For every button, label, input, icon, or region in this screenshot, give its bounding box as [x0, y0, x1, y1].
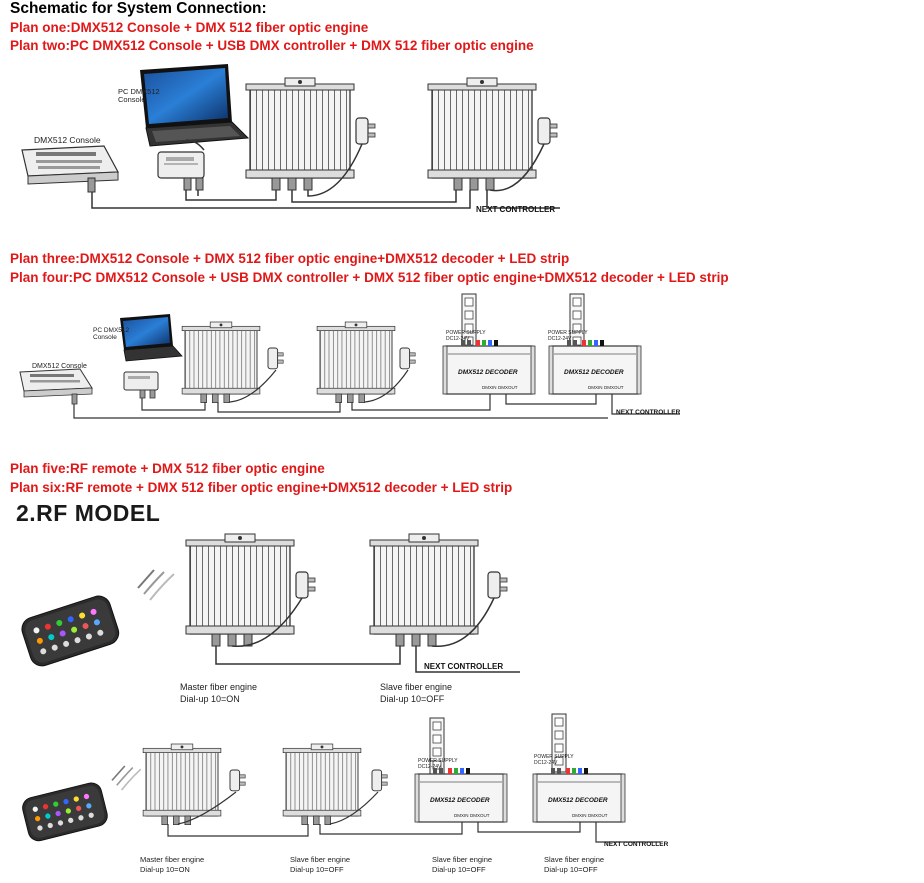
dmx-in-label: DMXIN	[572, 813, 587, 818]
plan-three-text: Plan three:DMX512 Console + DMX 512 fibe…	[10, 251, 570, 266]
master-dial-label-2: Dial-up 10=ON	[140, 865, 190, 874]
pc-console-label-2: PC DMX512	[93, 327, 130, 334]
power-supply-dc-label: DC12-24V	[534, 760, 558, 766]
wiring-section-4	[167, 791, 660, 843]
master-engine-label: Master fiber engine	[180, 682, 257, 692]
power-adapter-icon	[537, 117, 558, 145]
dmx-out-label: DMXOUT	[604, 385, 624, 390]
dmx-console-label-1: DMX512 Console	[34, 135, 101, 145]
fiber-engine-icon	[427, 77, 537, 191]
power-adapter-icon	[399, 347, 416, 370]
dmx-console-label-2: DMX512 Console	[32, 363, 87, 370]
decoder-label: DMX512 DECODER	[564, 369, 624, 376]
decoder-label: DMX512 DECODER	[548, 797, 608, 804]
plan-five-text: Plan five:RF remote + DMX 512 fiber opti…	[10, 461, 325, 476]
pc-console-label-1: PC DMX512	[118, 87, 160, 96]
slave-dial-label-4: Dial-up 10=OFF	[544, 865, 598, 874]
rf-remote-icon	[18, 592, 123, 670]
slave-dial-label-2: Dial-up 10=OFF	[290, 865, 344, 874]
plan-two-text: Plan two:PC DMX512 Console + USB DMX con…	[10, 38, 534, 53]
power-supply-dc-label: DC12-24V	[418, 764, 442, 770]
power-adapter-icon	[229, 769, 246, 792]
slave-dial-label: Dial-up 10=OFF	[380, 694, 445, 704]
dmx-in-label: DMXIN	[482, 385, 497, 390]
next-controller-label-2: NEXT CONTROLLER	[616, 409, 681, 416]
usb-dmx-controller-icon	[157, 151, 205, 191]
power-adapter-icon	[295, 571, 316, 599]
dmx-in-label: DMXIN	[588, 385, 603, 390]
power-supply-label: POWER SUPPLY	[534, 754, 574, 760]
usb-dmx-controller-icon	[123, 371, 159, 399]
slave-engine-label: Slave fiber engine	[380, 682, 452, 692]
power-adapter-icon	[371, 769, 388, 792]
next-controller-label-4: NEXT CONTROLLER	[604, 841, 669, 848]
dmx-out-label: DMXOUT	[588, 813, 608, 818]
slave-engine-label-4: Slave fiber engine	[544, 855, 604, 864]
plan-four-text: Plan four:PC DMX512 Console + USB DMX co…	[10, 270, 729, 285]
slave-engine-label-2: Slave fiber engine	[290, 855, 350, 864]
dmx-out-label: DMXOUT	[470, 813, 490, 818]
wiring-section-3	[215, 597, 520, 673]
fiber-engine-icon	[316, 321, 396, 404]
wiring-section-2	[73, 369, 680, 419]
wiring-section-1	[91, 139, 560, 209]
pc-console-label-2b: Console	[93, 334, 117, 341]
power-adapter-icon	[267, 347, 284, 370]
next-controller-label-3: NEXT CONTROLLER	[424, 662, 503, 671]
master-engine-label-2: Master fiber engine	[140, 855, 204, 864]
master-dial-label: Dial-up 10=ON	[180, 694, 240, 704]
dmx-console-icon	[19, 368, 93, 405]
dmx-console-icon	[21, 145, 119, 193]
power-adapter-icon	[355, 117, 376, 145]
rf-waves-icon	[111, 765, 142, 791]
next-controller-label-1: NEXT CONTROLLER	[476, 205, 555, 214]
rf-model-title: 2.RF MODEL	[16, 500, 161, 526]
rf-remote-icon	[19, 780, 110, 844]
power-supply-label: POWER SUPPLY	[548, 330, 588, 336]
plan-one-text: Plan one:DMX512 Console + DMX 512 fiber …	[10, 20, 369, 35]
dmx-out-label: DMXOUT	[498, 385, 518, 390]
fiber-engine-icon	[142, 743, 222, 826]
power-supply-dc-label: DC12-24V	[446, 336, 470, 342]
laptop-icon	[120, 314, 183, 362]
power-supply-label: POWER SUPPLY	[418, 758, 458, 764]
page-heading: Schematic for System Connection:	[10, 0, 267, 17]
fiber-engine-icon	[369, 533, 479, 647]
slave-engine-label-3: Slave fiber engine	[432, 855, 492, 864]
decoder-label: DMX512 DECODER	[458, 369, 518, 376]
pc-console-label-1b: Console	[118, 95, 146, 104]
plan-six-text: Plan six:RF remote + DMX 512 fiber optic…	[10, 480, 513, 495]
power-adapter-icon	[487, 571, 508, 599]
dmx-in-label: DMXIN	[454, 813, 469, 818]
slave-dial-label-3: Dial-up 10=OFF	[432, 865, 486, 874]
decoder-label: DMX512 DECODER	[430, 797, 490, 804]
power-supply-label: POWER SUPPLY	[446, 330, 486, 336]
fiber-engine-icon	[282, 743, 362, 826]
fiber-engine-icon	[181, 321, 261, 404]
power-supply-dc-label: DC12-24V	[548, 336, 572, 342]
laptop-icon	[140, 64, 250, 147]
rf-waves-icon	[137, 569, 175, 601]
fiber-engine-icon	[245, 77, 355, 191]
